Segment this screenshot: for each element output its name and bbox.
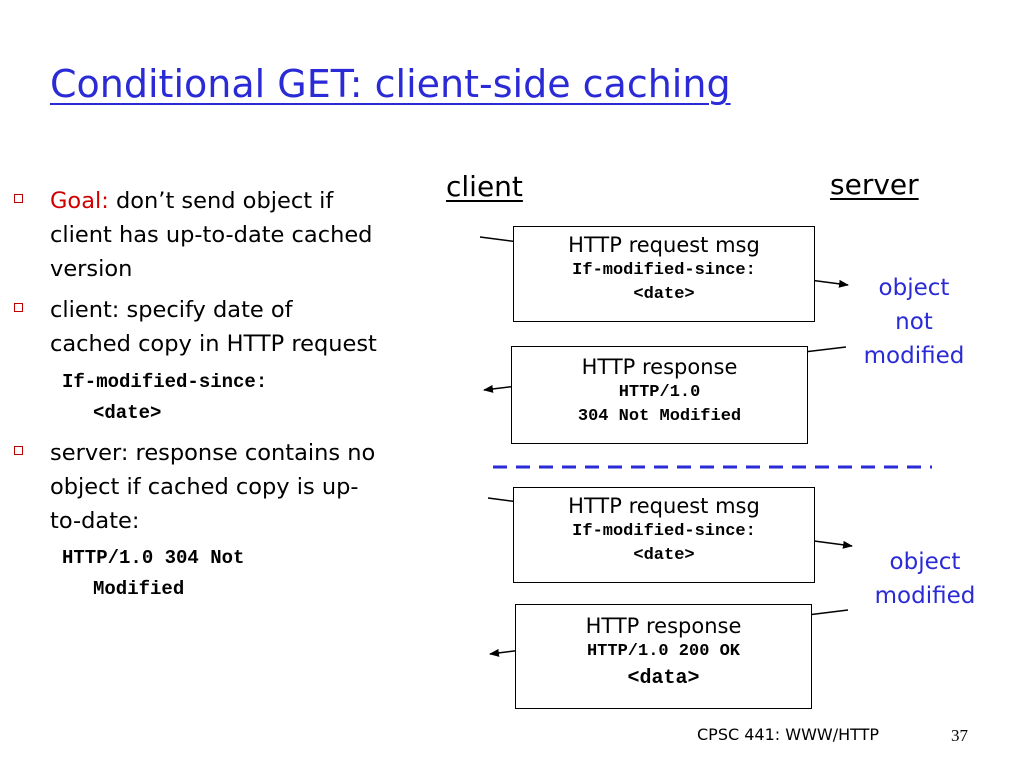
box-code: HTTP/1.0 xyxy=(618,383,701,402)
hollow-square-bullet-icon xyxy=(14,446,23,455)
box-heading: HTTP response xyxy=(585,614,742,638)
bullet-client: client: specify date of cached copy in H… xyxy=(50,293,377,361)
footer-course: CPSC 441: WWW/HTTP xyxy=(697,725,880,744)
box-code: HTTP/1.0 200 OK xyxy=(586,642,741,661)
goal-label: Goal: xyxy=(50,188,109,214)
code-line: If-modified-since: xyxy=(62,371,268,393)
code-if-modified: If-modified-since: <date> xyxy=(62,367,267,429)
box-heading: HTTP response xyxy=(581,355,738,379)
box-heading: HTTP request msg xyxy=(568,233,760,257)
page-number: 37 xyxy=(951,726,968,745)
note-not-modified: object not modified xyxy=(852,271,976,373)
response-box-1: HTTP response HTTP/1.0 304 Not Modified xyxy=(511,346,808,444)
code-line: Modified xyxy=(93,578,185,600)
box-code: If-modified-since: xyxy=(572,261,756,280)
bullet-line: version xyxy=(50,256,133,282)
hollow-square-bullet-icon xyxy=(14,303,23,312)
server-label: server xyxy=(830,168,919,201)
code-line: <date> xyxy=(93,402,162,424)
bullet-line: don’t send object if xyxy=(115,188,334,214)
note-line: object xyxy=(878,275,950,301)
note-modified: object modified xyxy=(860,545,990,613)
note-line: modified xyxy=(874,583,976,609)
request-box-1: HTTP request msg If-modified-since: <dat… xyxy=(513,226,815,322)
note-line: object xyxy=(889,549,961,575)
box-heading: HTTP request msg xyxy=(568,494,760,518)
bullet-line: cached copy in HTTP request xyxy=(50,331,377,357)
code-304: HTTP/1.0 304 Not Modified xyxy=(62,543,244,605)
bullet-server: server: response contains no object if c… xyxy=(50,436,375,538)
bullet-line: to-date: xyxy=(50,508,140,534)
slide-title: Conditional GET: client-side caching xyxy=(50,62,731,106)
bullet-line: client: specify date of xyxy=(50,297,293,323)
note-line: not xyxy=(895,309,933,335)
client-label: client xyxy=(446,170,523,203)
box-code: If-modified-since: xyxy=(572,522,756,541)
note-line: modified xyxy=(863,343,965,369)
bullet-line: client has up-to-date cached xyxy=(50,222,373,248)
box-code: <date> xyxy=(633,546,695,565)
response-box-2: HTTP response HTTP/1.0 200 OK <data> xyxy=(515,604,812,709)
bullet-line: server: response contains no xyxy=(50,440,376,466)
box-code: 304 Not Modified xyxy=(577,407,742,426)
hollow-square-bullet-icon xyxy=(14,194,23,203)
code-line: HTTP/1.0 304 Not xyxy=(62,547,245,569)
box-code: <date> xyxy=(633,285,695,304)
request-box-2: HTTP request msg If-modified-since: <dat… xyxy=(513,487,815,583)
bullet-goal: Goal: don’t send object if client has up… xyxy=(50,184,372,286)
bullet-line: object if cached copy is up- xyxy=(50,474,359,500)
box-data: <data> xyxy=(627,667,700,690)
